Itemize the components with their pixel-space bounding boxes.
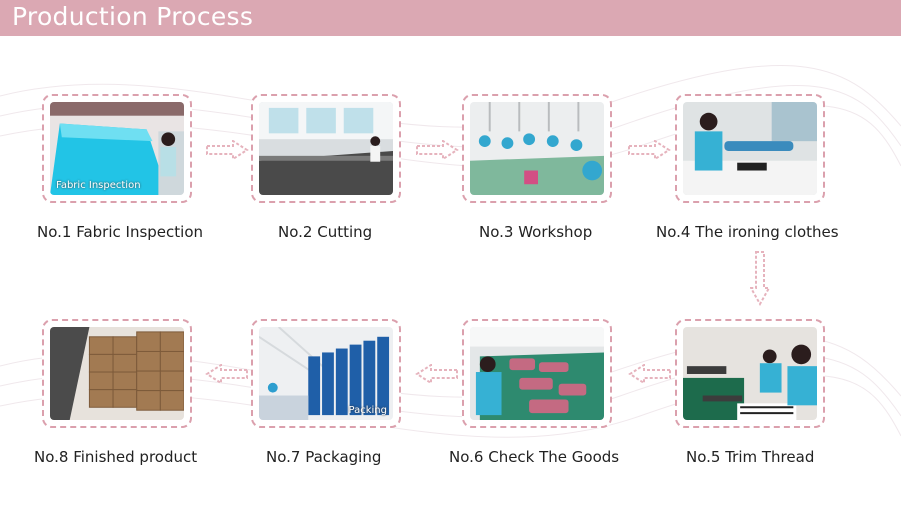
fabric-inspection-photo: Fabric Inspection <box>50 102 184 195</box>
packaging-photo: Packing <box>259 327 393 420</box>
trim-thread-photo <box>683 327 817 420</box>
photo-overlay-label: Fabric Inspection <box>56 180 141 191</box>
arrow-right-icon <box>628 140 671 160</box>
step-3-caption: No.3 Workshop <box>479 223 593 241</box>
step-6-photo-frame <box>462 319 612 428</box>
cutting-photo <box>259 102 393 195</box>
arrow-left-icon <box>628 364 671 384</box>
arrow-left-icon <box>415 364 458 384</box>
step-5-photo-frame <box>675 319 825 428</box>
step-8-caption: No.8 Finished product <box>34 448 198 466</box>
finished-product-photo <box>50 327 184 420</box>
arrow-down-icon <box>750 251 770 306</box>
header-bar: Production Process <box>0 0 901 36</box>
step-1-caption: No.1 Fabric Inspection <box>37 223 204 241</box>
step-2-caption: No.2 Cutting <box>278 223 373 241</box>
arrow-left-icon <box>205 364 248 384</box>
step-4-caption: No.4 The ironing clothes <box>656 223 839 241</box>
arrow-right-icon <box>416 140 459 160</box>
check-goods-photo <box>470 327 604 420</box>
arrow-right-icon <box>206 140 249 160</box>
photo-overlay-label: Packing <box>348 405 387 416</box>
step-1-photo-frame: Fabric Inspection <box>42 94 192 203</box>
step-4-photo-frame <box>675 94 825 203</box>
step-8-photo-frame <box>42 319 192 428</box>
workshop-photo <box>470 102 604 195</box>
step-6-caption: No.6 Check The Goods <box>449 448 620 466</box>
step-2-photo-frame <box>251 94 401 203</box>
ironing-photo <box>683 102 817 195</box>
step-3-photo-frame <box>462 94 612 203</box>
step-7-photo-frame: Packing <box>251 319 401 428</box>
step-7-caption: No.7 Packaging <box>266 448 382 466</box>
page-title: Production Process <box>12 2 254 31</box>
step-5-caption: No.5 Trim Thread <box>686 448 815 466</box>
